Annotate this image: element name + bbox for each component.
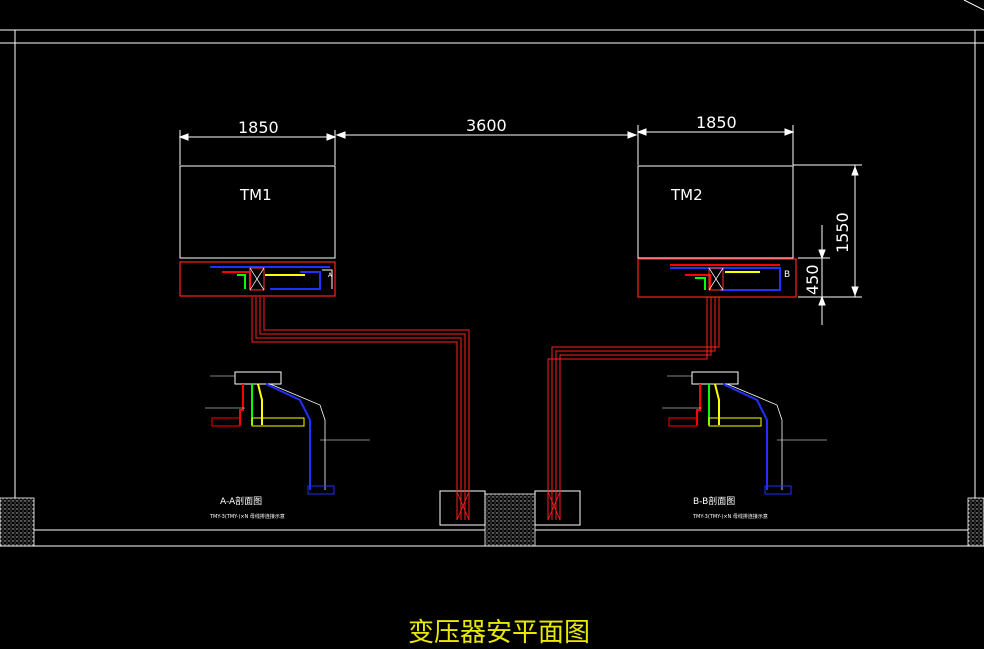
base-mark-b: B xyxy=(784,270,791,280)
cable-runs xyxy=(251,297,720,521)
wall-hatch-blocks xyxy=(0,493,984,547)
transformer-tm2 xyxy=(637,165,797,298)
base-mark-a: A xyxy=(328,272,333,279)
section-b-diagram xyxy=(662,371,827,495)
dim-height-total: 1550 xyxy=(833,212,852,253)
transformer-tm1-label: TM1 xyxy=(240,186,272,204)
section-b-title: B-B剖面图 xyxy=(693,497,736,507)
transformer-tm1 xyxy=(179,165,336,297)
drawing-title: 变压器安平面图 xyxy=(408,618,591,648)
dim-tm1-width: 1850 xyxy=(238,118,279,137)
dim-tm2-width: 1850 xyxy=(696,113,737,132)
dim-height-base: 450 xyxy=(803,264,822,295)
room-frame xyxy=(0,0,984,547)
section-a-note: TMY-3(TMY-)×N 母线排连接示意 xyxy=(210,514,285,520)
section-a-title: A-A剖面图 xyxy=(220,497,263,507)
cable-trench-boxes xyxy=(439,490,581,526)
dimension-lines xyxy=(178,125,862,325)
dim-spacing: 3600 xyxy=(466,116,507,135)
section-a-diagram xyxy=(205,371,370,495)
transformer-tm2-label: TM2 xyxy=(671,186,703,204)
section-b-note: TMY-3(TMY-)×N 母线排连接示意 xyxy=(693,514,768,520)
